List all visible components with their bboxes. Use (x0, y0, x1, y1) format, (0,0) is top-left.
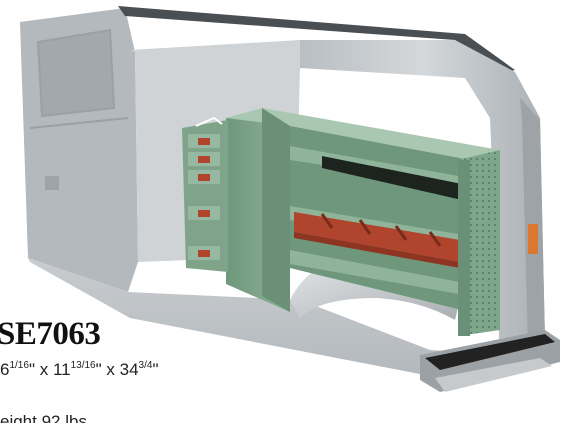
shelving-unit (226, 108, 500, 336)
dim-depth-fraction: 13/16 (70, 360, 96, 371)
red-tray-bins (294, 212, 460, 268)
dim-width: 6 (0, 360, 10, 379)
door-handle (45, 176, 59, 190)
drawer-swing-arrow (195, 116, 223, 127)
dim-width-unit: " (28, 360, 35, 379)
cabinet-side (262, 108, 290, 312)
dim-separator: x (101, 360, 120, 379)
van-floor (28, 258, 505, 376)
dim-width-fraction: 1/16 (9, 360, 29, 371)
dimensions-text: 61/16" x 1113/16" x 343/4" (0, 360, 159, 380)
dim-depth: 11 (52, 360, 71, 379)
orange-tail-light (528, 224, 538, 254)
dim-height-fraction: 3/4 (138, 360, 153, 371)
lower-shelf (290, 250, 470, 296)
model-number: SE7063 (0, 316, 101, 352)
weight-text: eight 92 lbs. (0, 412, 92, 423)
dim-separator: x (34, 360, 53, 379)
van-door-seam (29, 117, 129, 129)
rear-pillar-edge (520, 98, 545, 346)
dim-height-unit: " (152, 360, 159, 379)
parts-drawer-unit (182, 116, 228, 272)
end-panel-edge (458, 160, 470, 336)
dim-height: 34 (119, 360, 139, 379)
van-roof-rail (118, 6, 515, 74)
product-caption: SE7063 61/16" x 1113/16" x 343/4" eight … (0, 316, 300, 423)
van-window (36, 28, 116, 118)
rear-step-bumper (420, 330, 560, 392)
upper-shelf-opening (322, 156, 462, 200)
cabinet-top (226, 108, 500, 160)
dim-depth-unit: " (95, 360, 102, 379)
